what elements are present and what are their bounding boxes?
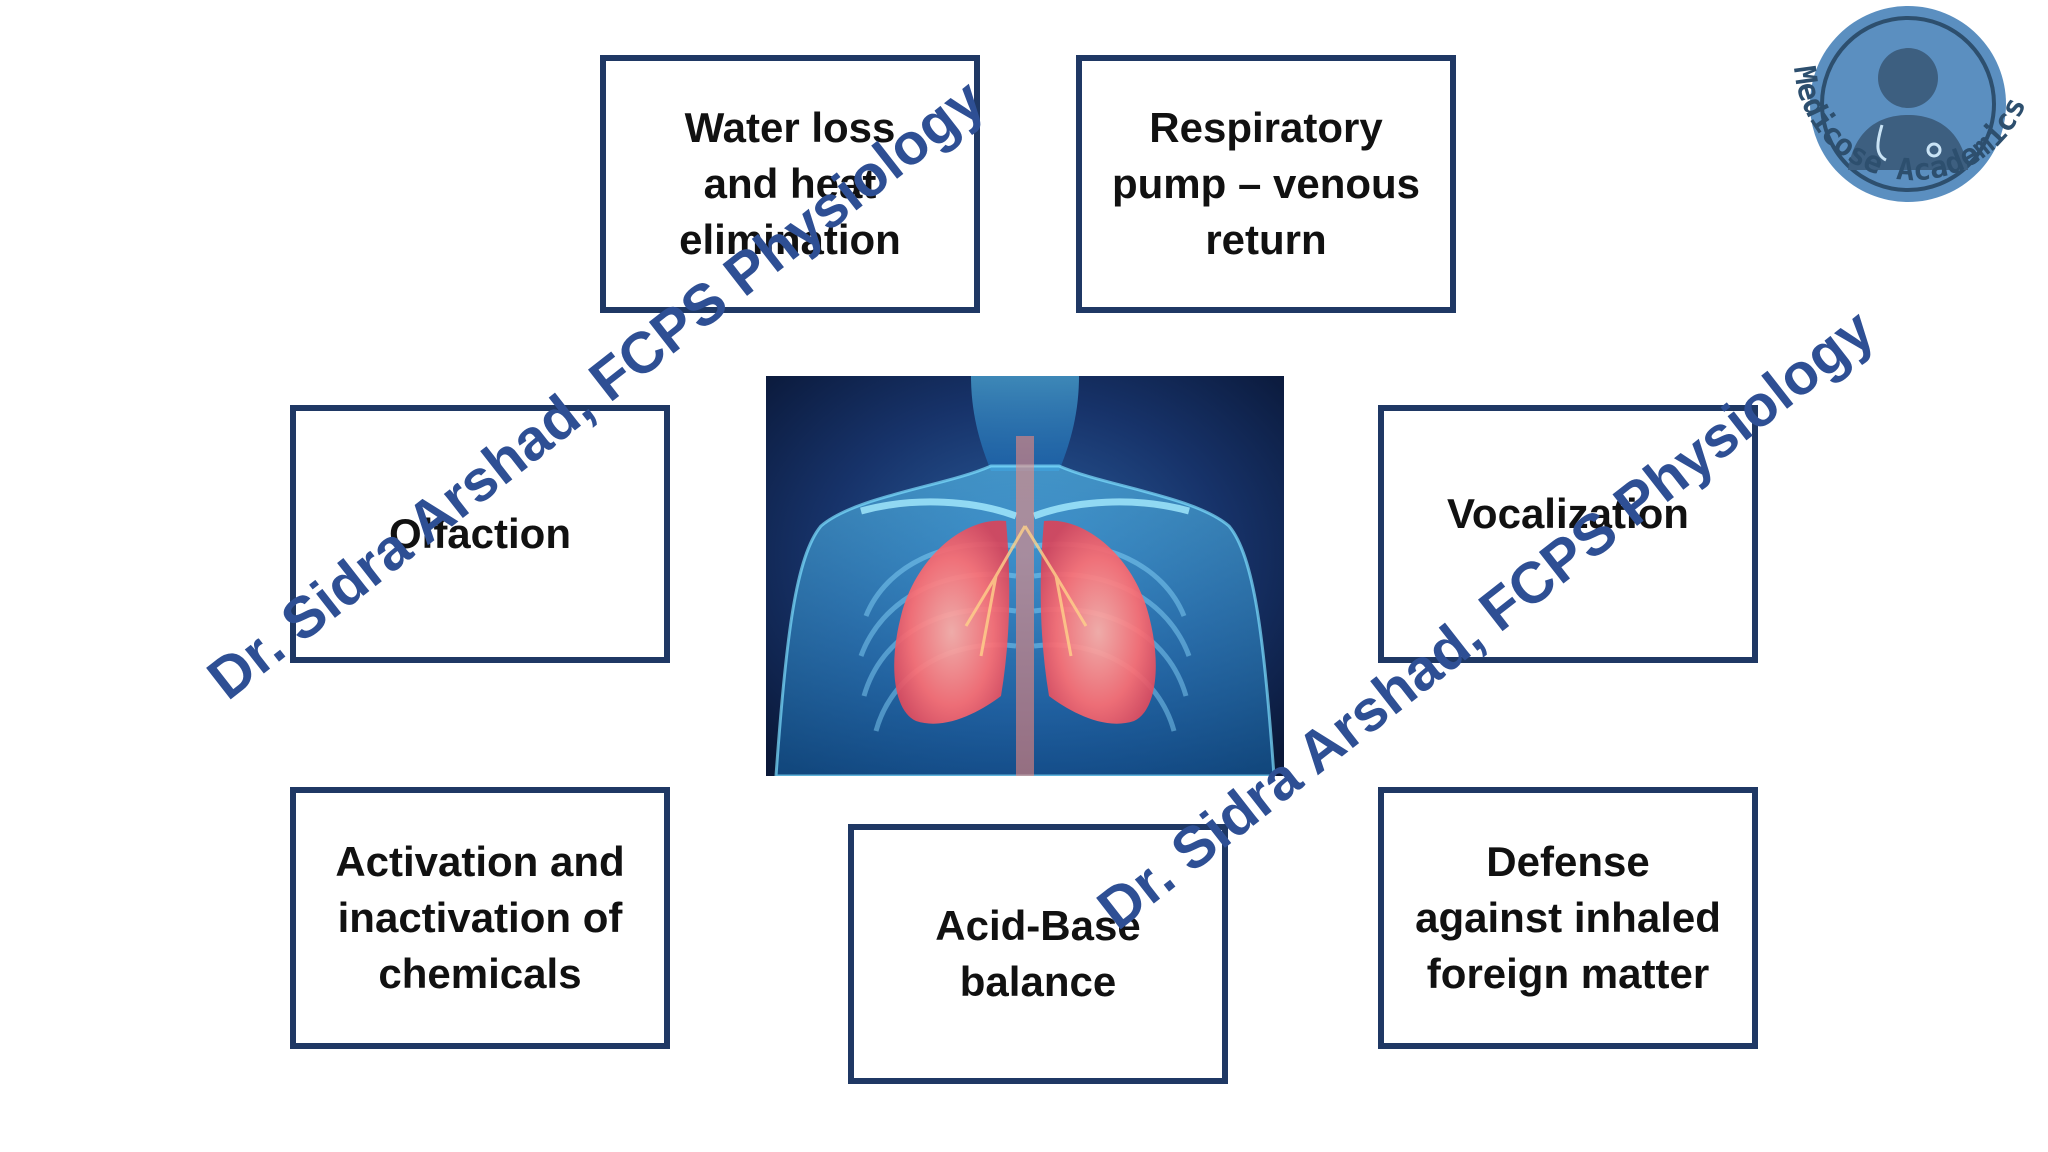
water-loss-label: Water loss and heat elimination <box>679 104 901 263</box>
vocalization-box: Vocalization <box>1378 405 1758 663</box>
defense-label: Defense against inhaled foreign matter <box>1415 838 1721 997</box>
activation-label: Activation and inactivation of chemicals <box>335 838 625 997</box>
olfaction-box: Olfaction <box>290 405 670 663</box>
lungs-illustration <box>766 376 1284 776</box>
respiratory-pump-label: Respiratory pump – venous return <box>1111 104 1421 263</box>
water-loss-box: Water loss and heat elimination <box>600 55 980 313</box>
olfaction-label: Olfaction <box>388 510 571 557</box>
respiratory-pump-box: Respiratory pump – venous return <box>1076 55 1456 313</box>
acid-base-label: Acid-Base balance <box>935 902 1141 1005</box>
acid-base-box: Acid-Base balance <box>848 824 1228 1084</box>
defense-box: Defense against inhaled foreign matter <box>1378 787 1758 1049</box>
vocalization-label: Vocalization <box>1447 490 1689 537</box>
activation-box: Activation and inactivation of chemicals <box>290 787 670 1049</box>
medicose-academics-logo: Medicose Academics <box>1786 6 2033 202</box>
